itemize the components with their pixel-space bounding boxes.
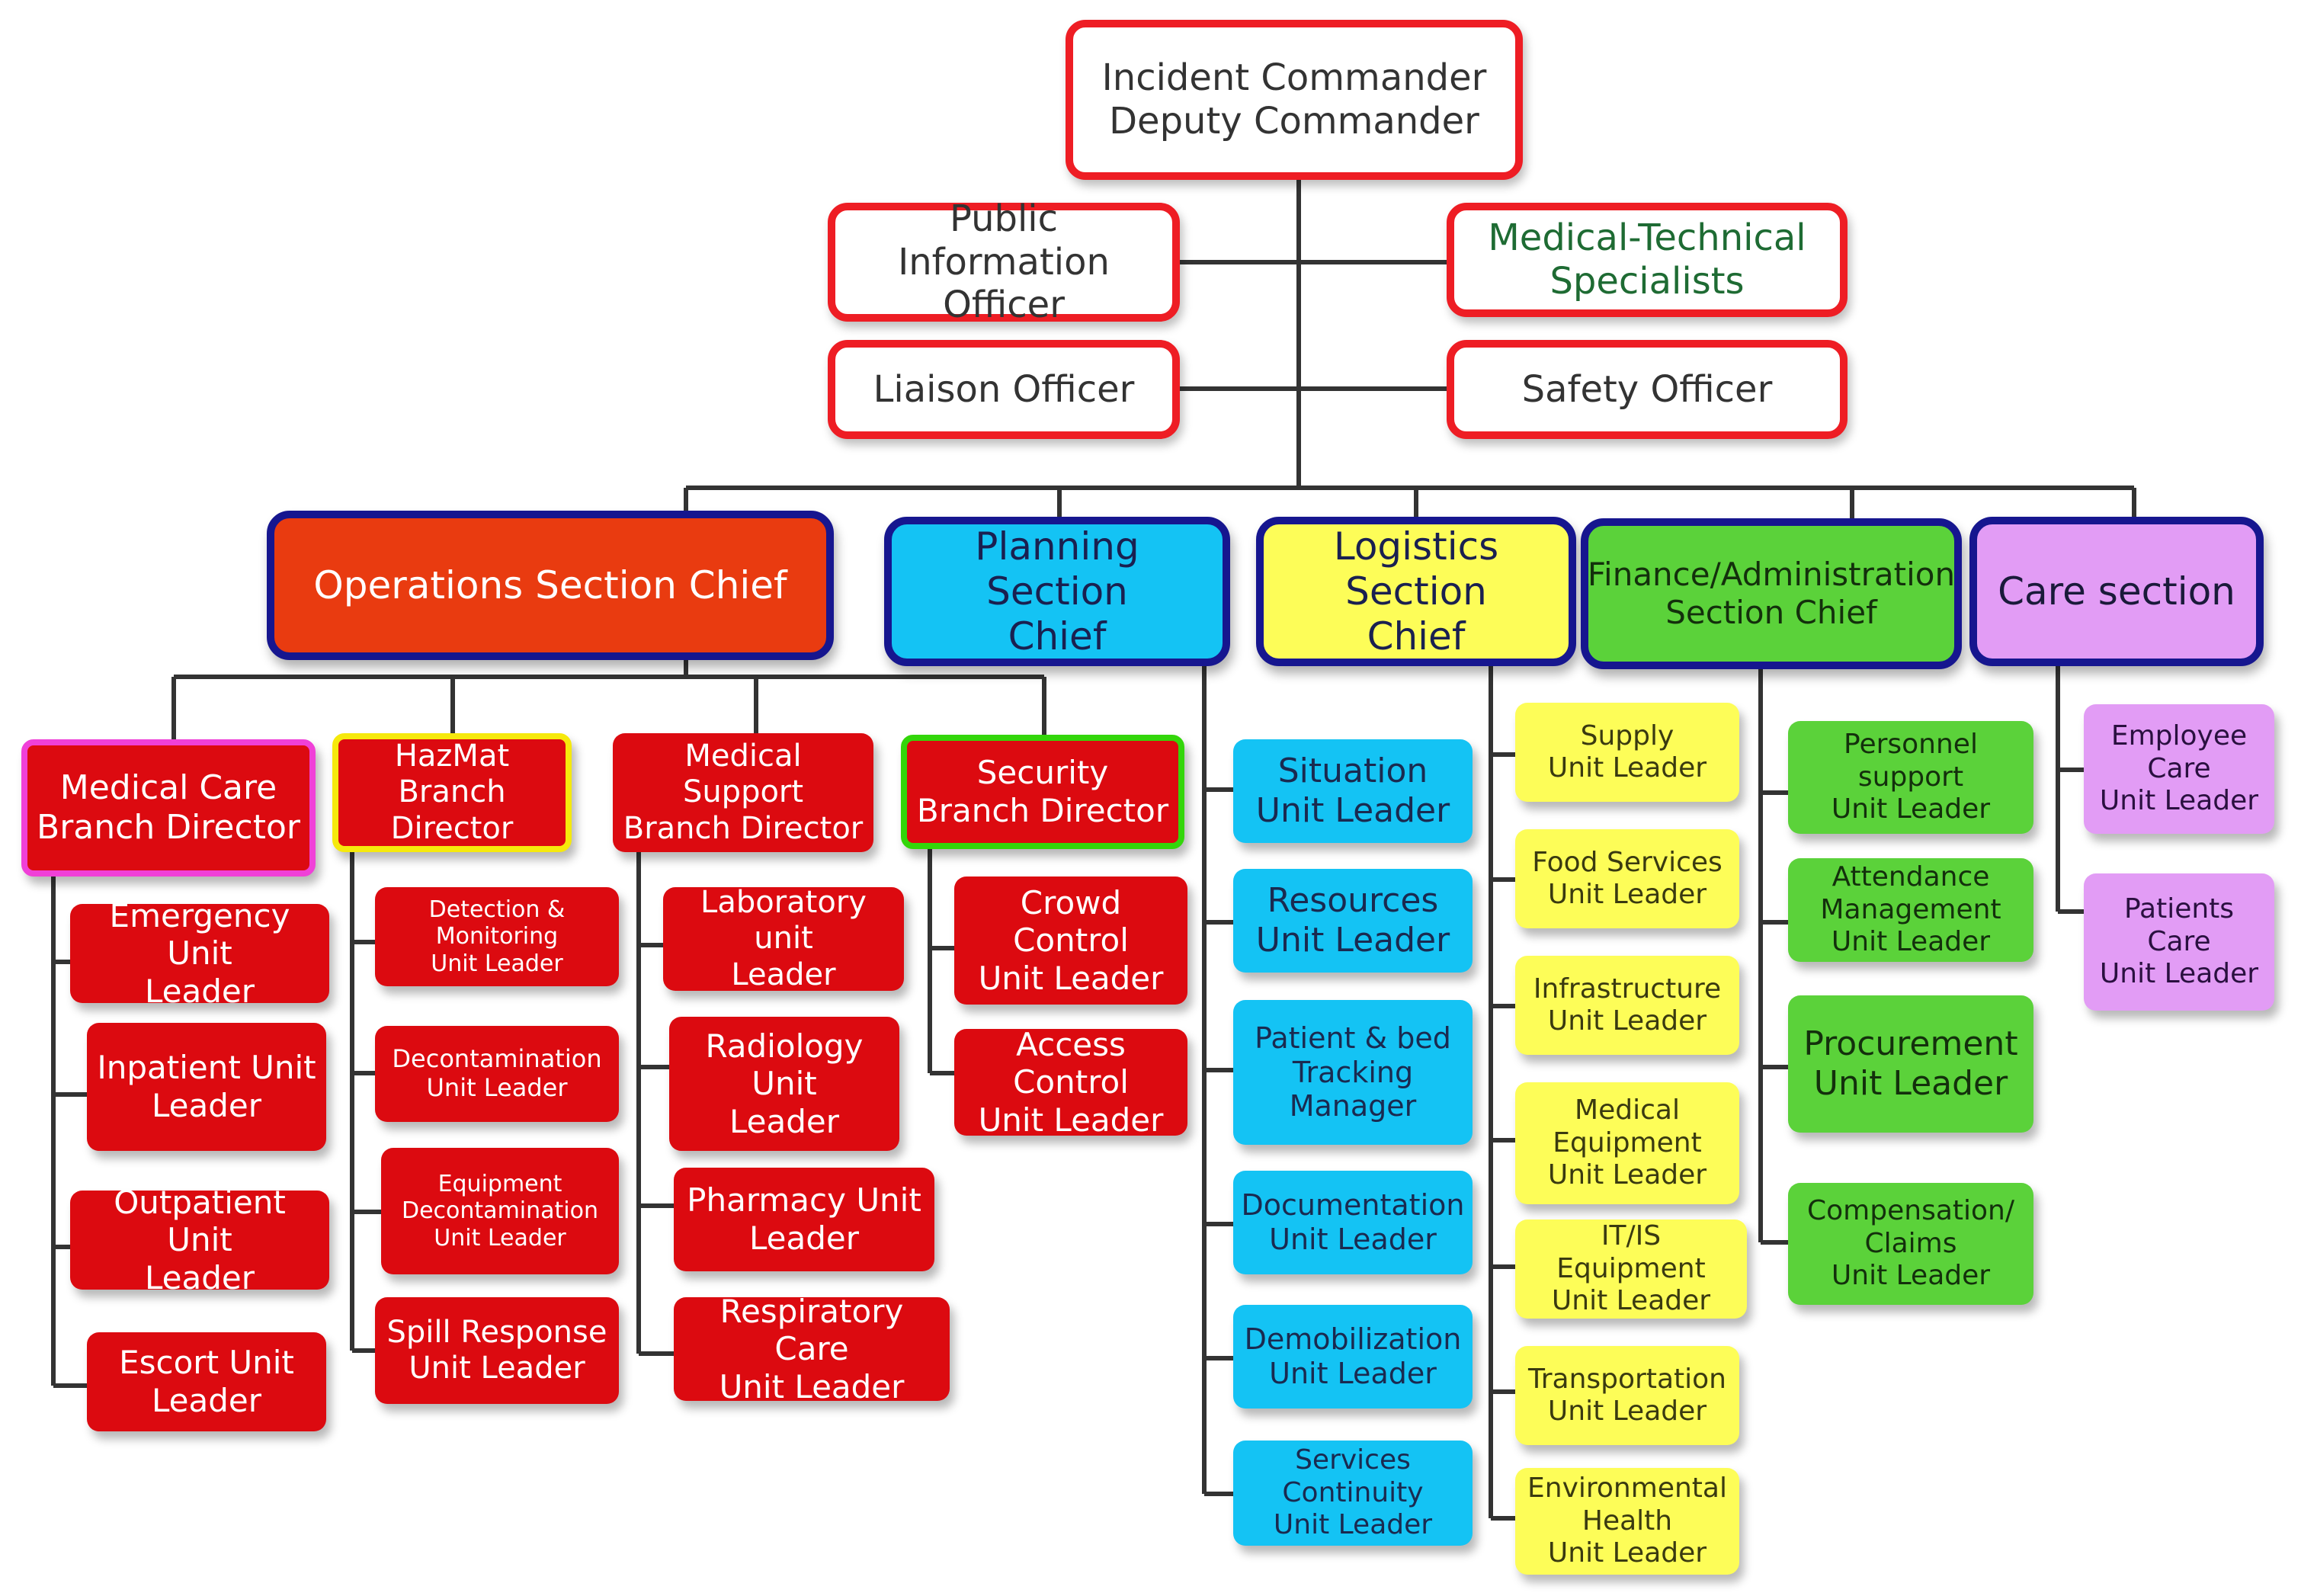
infrastructure-unit-leader-box: Infrastructure Unit Leader xyxy=(1515,956,1739,1055)
spill-response-unit-leader-box: Spill Response Unit Leader xyxy=(375,1297,619,1404)
food-services-unit-leader-box: Food Services Unit Leader xyxy=(1515,829,1739,928)
transportation-unit-leader-box: Transportation Unit Leader xyxy=(1515,1346,1739,1445)
compensation-claims-unit-leader-label: Compensation/ Claims Unit Leader xyxy=(1807,1195,2014,1292)
personnel-support-unit-leader-box: Personnel support Unit Leader xyxy=(1788,721,2033,834)
access-control-unit-leader-box: Access Control Unit Leader xyxy=(954,1025,1187,1139)
laboratory-unit-leader-label: Laboratory unit Leader xyxy=(700,885,867,992)
care-section-label: Care section xyxy=(1998,569,2235,614)
outpatient-unit-leader-label: Outpatient Unit Leader xyxy=(114,1183,286,1296)
resources-unit-leader-box: Resources Unit Leader xyxy=(1233,869,1473,973)
radiology-unit-leader-label: Radiology Unit Leader xyxy=(705,1027,864,1140)
medical-technical-specialists-box: Medical-Technical Specialists xyxy=(1447,203,1848,317)
decontamination-unit-leader-label: Decontamination Unit Leader xyxy=(392,1044,602,1102)
medical-equipment-unit-leader-label: Medical Equipment Unit Leader xyxy=(1547,1094,1707,1191)
escort-unit-leader-label: Escort Unit Leader xyxy=(119,1344,294,1419)
escort-unit-leader-box: Escort Unit Leader xyxy=(87,1332,326,1431)
pharmacy-unit-leader-label: Pharmacy Unit Leader xyxy=(687,1181,921,1257)
demobilization-unit-leader-label: Demobilization Unit Leader xyxy=(1244,1322,1462,1390)
environmental-health-unit-leader-label: Environmental Health Unit Leader xyxy=(1527,1473,1727,1569)
operations-section-chief-label: Operations Section Chief xyxy=(313,562,787,607)
logistics-section-chief-box: Logistics Section Chief xyxy=(1256,517,1576,666)
safety-officer-box: Safety Officer xyxy=(1447,340,1848,439)
planning-section-chief-label: Planning Section Chief xyxy=(975,524,1139,659)
detection-monitoring-unit-leader-box: Detection & Monitoring Unit Leader xyxy=(375,887,619,986)
supply-unit-leader-label: Supply Unit Leader xyxy=(1547,719,1707,784)
environmental-health-unit-leader-box: Environmental Health Unit Leader xyxy=(1515,1468,1739,1575)
crowd-control-unit-leader-box: Crowd Control Unit Leader xyxy=(954,877,1187,1005)
patients-care-unit-leader-label: Patients Care Unit Leader xyxy=(2099,893,2259,990)
food-services-unit-leader-label: Food Services Unit Leader xyxy=(1532,846,1723,910)
patients-care-unit-leader-box: Patients Care Unit Leader xyxy=(2084,873,2274,1011)
transportation-unit-leader-label: Transportation Unit Leader xyxy=(1528,1363,1726,1427)
liaison-officer-label: Liaison Officer xyxy=(873,367,1135,411)
medical-care-branch-director-box: Medical Care Branch Director xyxy=(21,739,316,877)
access-control-unit-leader-label: Access Control Unit Leader xyxy=(978,1025,1164,1139)
respiratory-care-unit-leader-box: Respiratory Care Unit Leader xyxy=(674,1293,950,1405)
patient-bed-tracking-manager-label: Patient & bed Tracking Manager xyxy=(1255,1021,1451,1123)
compensation-claims-unit-leader-box: Compensation/ Claims Unit Leader xyxy=(1788,1183,2033,1305)
supply-unit-leader-box: Supply Unit Leader xyxy=(1515,703,1739,802)
demobilization-unit-leader-box: Demobilization Unit Leader xyxy=(1233,1305,1473,1409)
radiology-unit-leader-box: Radiology Unit Leader xyxy=(669,1017,899,1151)
detection-monitoring-unit-leader-label: Detection & Monitoring Unit Leader xyxy=(428,896,566,977)
patient-bed-tracking-manager-box: Patient & bed Tracking Manager xyxy=(1233,1000,1473,1145)
hazmat-branch-director-label: HazMat Branch Director xyxy=(390,739,514,846)
medical-equipment-unit-leader-box: Medical Equipment Unit Leader xyxy=(1515,1082,1739,1204)
inpatient-unit-leader-label: Inpatient Unit Leader xyxy=(97,1049,316,1124)
public-information-officer-box: Public Information Officer xyxy=(828,197,1180,326)
finance-section-chief-label: Finance/Administration Section Chief xyxy=(1587,556,1956,631)
documentation-unit-leader-box: Documentation Unit Leader xyxy=(1233,1171,1473,1274)
decontamination-unit-leader-box: Decontamination Unit Leader xyxy=(375,1026,619,1122)
services-continuity-unit-leader-box: Services Continuity Unit Leader xyxy=(1233,1441,1473,1546)
it-is-equipment-unit-leader-box: IT/IS Equipment Unit Leader xyxy=(1515,1219,1747,1319)
outpatient-unit-leader-box: Outpatient Unit Leader xyxy=(70,1184,329,1296)
it-is-equipment-unit-leader-label: IT/IS Equipment Unit Leader xyxy=(1551,1220,1711,1317)
operations-section-chief-box: Operations Section Chief xyxy=(267,511,834,660)
incident-commander-label: Incident Commander Deputy Commander xyxy=(1101,56,1487,143)
hazmat-branch-director-box: HazMat Branch Director xyxy=(332,733,572,852)
attendance-management-unit-leader-box: Attendance Management Unit Leader xyxy=(1788,858,2033,962)
employee-care-unit-leader-box: Employee Care Unit Leader xyxy=(2084,704,2274,834)
crowd-control-unit-leader-label: Crowd Control Unit Leader xyxy=(978,883,1164,997)
personnel-support-unit-leader-label: Personnel support Unit Leader xyxy=(1831,729,1991,825)
security-branch-director-box: Security Branch Director xyxy=(901,735,1184,849)
situation-unit-leader-box: Situation Unit Leader xyxy=(1233,739,1473,843)
emergency-unit-leader-box: Emergency Unit Leader xyxy=(70,897,329,1010)
inpatient-unit-leader-box: Inpatient Unit Leader xyxy=(87,1023,326,1151)
medical-care-branch-director-label: Medical Care Branch Director xyxy=(37,768,300,847)
care-section-box: Care section xyxy=(1969,517,2264,666)
planning-section-chief-box: Planning Section Chief xyxy=(884,517,1230,666)
logistics-section-chief-label: Logistics Section Chief xyxy=(1333,524,1499,659)
procurement-unit-leader-box: Procurement Unit Leader xyxy=(1788,995,2033,1133)
situation-unit-leader-label: Situation Unit Leader xyxy=(1255,752,1450,830)
equipment-decontamination-unit-leader-label: Equipment Decontamination Unit Leader xyxy=(402,1170,598,1251)
equipment-decontamination-unit-leader-box: Equipment Decontamination Unit Leader xyxy=(381,1148,619,1274)
documentation-unit-leader-label: Documentation Unit Leader xyxy=(1241,1188,1465,1256)
infrastructure-unit-leader-label: Infrastructure Unit Leader xyxy=(1533,973,1722,1037)
incident-commander-box: Incident Commander Deputy Commander xyxy=(1066,20,1523,180)
medical-support-branch-director-label: Medical Support Branch Director xyxy=(623,739,864,846)
procurement-unit-leader-label: Procurement Unit Leader xyxy=(1803,1024,2018,1103)
attendance-management-unit-leader-label: Attendance Management Unit Leader xyxy=(1820,861,2001,958)
laboratory-unit-leader-box: Laboratory unit Leader xyxy=(663,885,904,992)
employee-care-unit-leader-label: Employee Care Unit Leader xyxy=(2099,720,2259,817)
resources-unit-leader-label: Resources Unit Leader xyxy=(1255,881,1450,960)
pharmacy-unit-leader-box: Pharmacy Unit Leader xyxy=(674,1168,934,1271)
liaison-officer-box: Liaison Officer xyxy=(828,340,1180,439)
finance-section-chief-box: Finance/Administration Section Chief xyxy=(1581,518,1962,669)
respiratory-care-unit-leader-label: Respiratory Care Unit Leader xyxy=(719,1292,905,1405)
safety-officer-label: Safety Officer xyxy=(1521,367,1773,411)
public-information-officer-label: Public Information Officer xyxy=(898,197,1110,327)
services-continuity-unit-leader-label: Services Continuity Unit Leader xyxy=(1273,1444,1433,1541)
medical-support-branch-director-box: Medical Support Branch Director xyxy=(613,733,873,852)
spill-response-unit-leader-label: Spill Response Unit Leader xyxy=(386,1314,607,1386)
security-branch-director-label: Security Branch Director xyxy=(916,754,1169,829)
medical-technical-specialists-label: Medical-Technical Specialists xyxy=(1488,216,1806,303)
emergency-unit-leader-label: Emergency Unit Leader xyxy=(109,896,290,1010)
